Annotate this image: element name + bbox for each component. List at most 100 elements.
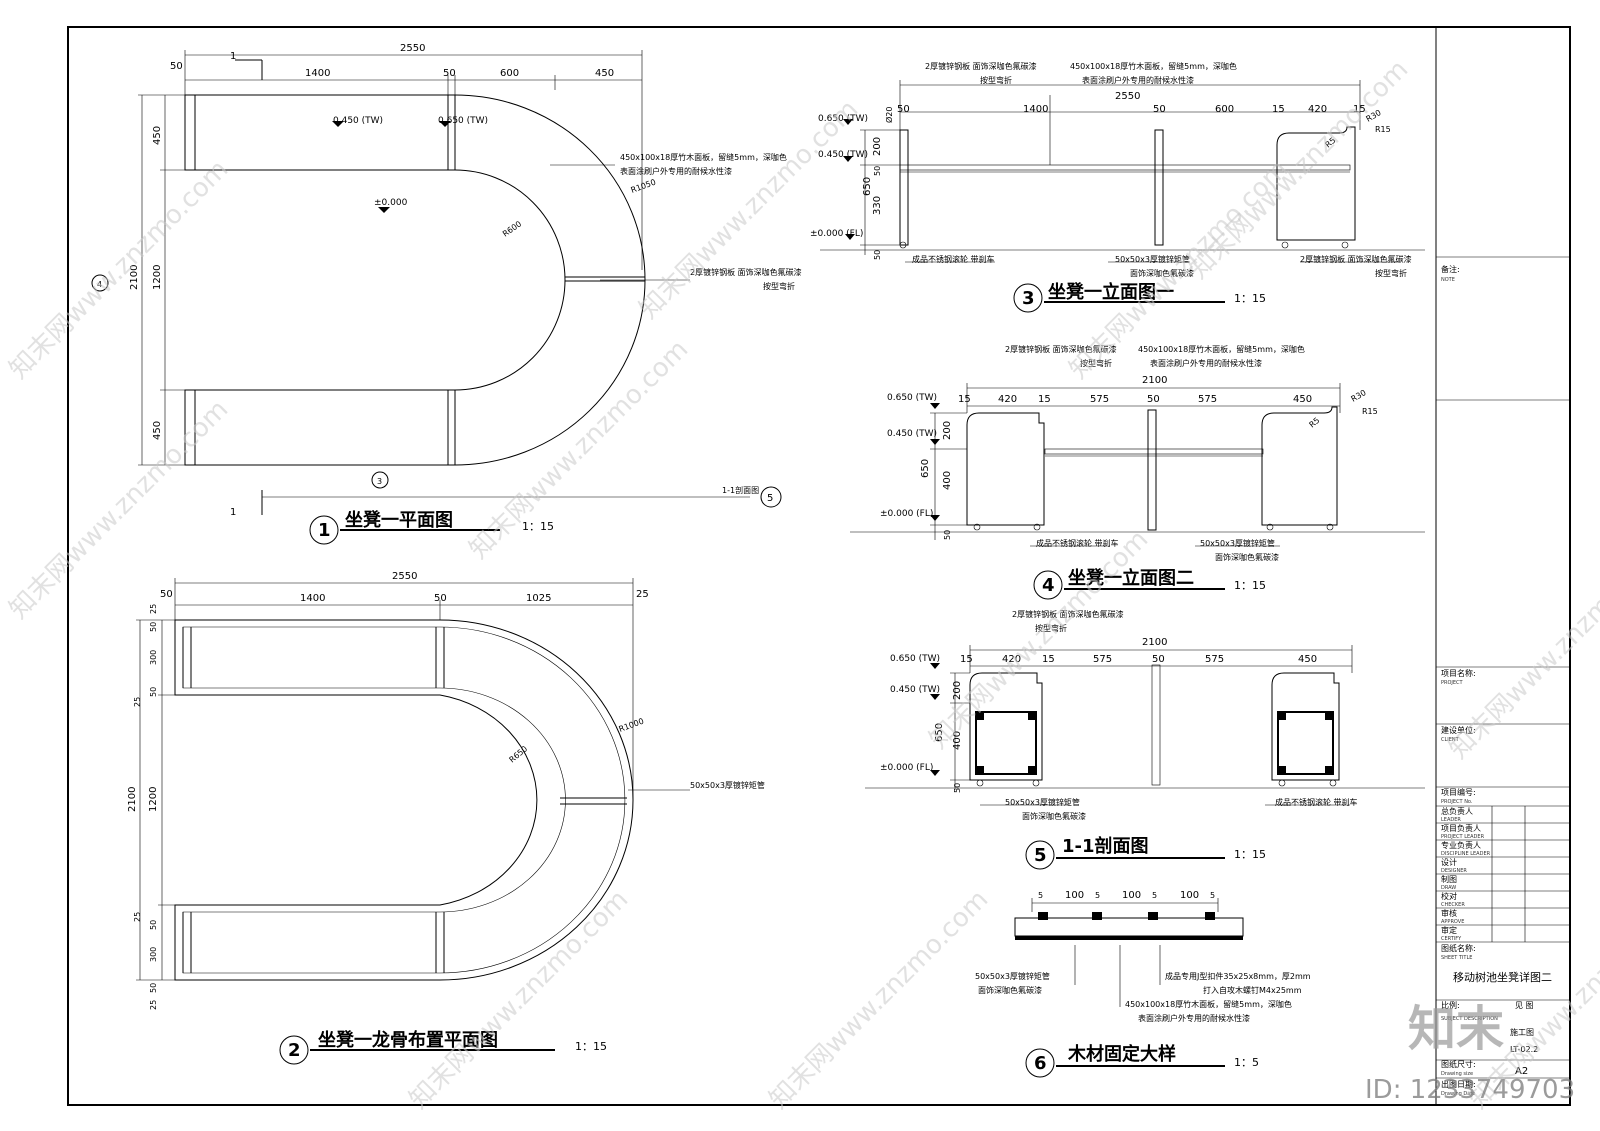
elev4-drawing: [850, 383, 1425, 600]
svg-text:表面涂刷户外专用的耐候水性漆: 表面涂刷户外专用的耐候水性漆: [1138, 1013, 1250, 1023]
svg-text:100: 100: [1180, 890, 1199, 901]
svg-text:表面涂刷户外专用的耐候水性漆: 表面涂刷户外专用的耐候水性漆: [1082, 75, 1194, 85]
svg-text:项目名称:: 项目名称:: [1441, 668, 1476, 678]
svg-text:3: 3: [1022, 288, 1035, 309]
plan2-title: 坐凳一龙骨布置平面图: [318, 1029, 498, 1051]
svg-text:0.650 (TW): 0.650 (TW): [438, 116, 488, 126]
svg-text:420: 420: [1308, 104, 1327, 115]
svg-text:知末网www.znzmo.com: 知末网www.znzmo.com: [404, 884, 635, 1115]
svg-text:Ø20: Ø20: [884, 107, 894, 123]
svg-text:建设单位:: 建设单位:: [1441, 725, 1476, 735]
svg-text:2100: 2100: [1142, 375, 1167, 386]
svg-text:2厚镀锌钢板 面饰深咖色氟碳漆: 2厚镀锌钢板 面饰深咖色氟碳漆: [925, 61, 1037, 71]
svg-text:图纸名称:: 图纸名称:: [1441, 943, 1476, 953]
svg-text:R1000: R1000: [618, 717, 645, 734]
sec5-title: 1-1剖面图: [1062, 835, 1149, 857]
elev3-drawing: [820, 80, 1425, 313]
svg-text:400: 400: [952, 731, 963, 750]
svg-text:5: 5: [1095, 891, 1100, 900]
svg-text:知末网www.znzmo.com: 知末网www.znzmo.com: [764, 884, 995, 1115]
svg-text:1：15: 1：15: [1234, 292, 1266, 305]
svg-text:25: 25: [636, 589, 649, 600]
svg-text:按型弯折: 按型弯折: [980, 75, 1012, 85]
svg-text:2: 2: [288, 1040, 301, 1061]
svg-text:575: 575: [1090, 394, 1109, 405]
svg-text:25: 25: [149, 1000, 158, 1010]
svg-text:1400: 1400: [300, 593, 325, 604]
svg-text:600: 600: [500, 68, 519, 79]
elev4-title: 坐凳一立面图二: [1068, 567, 1194, 589]
svg-text:表面涂刷户外专用的耐候水性漆: 表面涂刷户外专用的耐候水性漆: [620, 166, 732, 176]
svg-text:50: 50: [953, 783, 962, 793]
svg-text:见 图: 见 图: [1515, 1001, 1534, 1010]
svg-text:650: 650: [862, 177, 873, 196]
svg-text:100: 100: [1122, 890, 1141, 901]
svg-text:450x100x18厚竹木面板，留缝5mm，深咖色: 450x100x18厚竹木面板，留缝5mm，深咖色: [620, 152, 787, 162]
svg-text:50: 50: [149, 687, 158, 697]
svg-text:2100: 2100: [1142, 637, 1167, 648]
svg-text:50x50x3厚镀锌矩管: 50x50x3厚镀锌矩管: [975, 971, 1050, 981]
svg-text:PROJECT: PROJECT: [1441, 680, 1464, 686]
sec5-text: 2100 15 420 15 575 50 575 450 0.650 (TW)…: [880, 609, 1358, 866]
svg-text:成品不锈钢滚轮 带刹车: 成品不锈钢滚轮 带刹车: [1036, 538, 1119, 548]
svg-text:15: 15: [960, 654, 973, 665]
svg-text:DRAW: DRAW: [1441, 885, 1456, 891]
svg-text:R600: R600: [501, 219, 523, 238]
svg-text:按型弯折: 按型弯折: [763, 281, 795, 291]
svg-text:A2: A2: [1515, 1066, 1528, 1077]
svg-text:200: 200: [872, 137, 883, 156]
svg-text:±0.000 (FL): ±0.000 (FL): [810, 229, 863, 239]
svg-text:校对: 校对: [1441, 891, 1457, 901]
svg-text:2厚镀锌钢板 面饰深咖色氟碳漆: 2厚镀锌钢板 面饰深咖色氟碳漆: [690, 267, 802, 277]
svg-text:成品不锈钢滚轮 带刹车: 成品不锈钢滚轮 带刹车: [912, 254, 995, 264]
svg-text:R1050: R1050: [630, 178, 657, 195]
svg-text:600: 600: [1215, 104, 1234, 115]
svg-text:1400: 1400: [1023, 104, 1048, 115]
svg-text:50: 50: [1152, 654, 1165, 665]
svg-text:知末网www.znzmo.com: 知末网www.znzmo.com: [4, 154, 235, 385]
svg-text:25: 25: [133, 697, 142, 707]
svg-text:施工图: 施工图: [1510, 1027, 1534, 1037]
plan2-drawing: [136, 578, 690, 1065]
svg-text:50: 50: [443, 68, 456, 79]
elev3-text: 2550 50 1400 50 600 15 420 15 0.650 (TW)…: [810, 61, 1412, 309]
svg-text:200: 200: [952, 681, 963, 700]
title-block: 备注: NOTE 项目名称: PROJECT 建设单位: CLIENT 项目编号…: [1441, 264, 1552, 1097]
svg-text:50: 50: [1153, 104, 1166, 115]
sheet-border: [67, 26, 1571, 1106]
svg-text:2550: 2550: [1115, 91, 1140, 102]
svg-text:450x100x18厚竹木面板，留缝5mm，深咖色: 450x100x18厚竹木面板，留缝5mm，深咖色: [1125, 999, 1292, 1009]
elev4-text: 2100 15 420 15 575 50 575 450 0.650 (TW)…: [880, 344, 1378, 596]
dim-text: 2550: [400, 43, 425, 54]
svg-text:1：5: 1：5: [1234, 1056, 1259, 1069]
svg-text:比例:: 比例:: [1441, 1000, 1460, 1010]
detail6-drawing: [1014, 898, 1244, 1078]
svg-text:1200: 1200: [148, 787, 159, 812]
svg-text:2厚镀锌钢板 面饰深咖色氟碳漆: 2厚镀锌钢板 面饰深咖色氟碳漆: [1012, 609, 1124, 619]
svg-text:100: 100: [1065, 890, 1084, 901]
svg-text:420: 420: [998, 394, 1017, 405]
svg-text:2550: 2550: [392, 571, 417, 582]
svg-text:1：15: 1：15: [1234, 579, 1266, 592]
svg-text:知末网www.znzmo.com: 知末网www.znzmo.com: [464, 334, 695, 565]
svg-text:审定: 审定: [1441, 925, 1457, 935]
svg-text:知末网www.znzmo.com: 知末网www.znzmo.com: [634, 94, 865, 325]
svg-text:575: 575: [1198, 394, 1217, 405]
svg-text:按型弯折: 按型弯折: [1375, 268, 1407, 278]
svg-text:450: 450: [595, 68, 614, 79]
svg-text:50: 50: [149, 920, 158, 930]
svg-text:2100: 2100: [127, 787, 138, 812]
svg-text:50: 50: [873, 166, 882, 176]
svg-text:面饰深咖色氟碳漆: 面饰深咖色氟碳漆: [1130, 268, 1194, 278]
svg-text:50: 50: [434, 593, 447, 604]
svg-text:450: 450: [1293, 394, 1312, 405]
svg-text:1：15: 1：15: [522, 520, 554, 533]
svg-text:50: 50: [897, 104, 910, 115]
svg-text:5: 5: [1210, 891, 1215, 900]
svg-text:5: 5: [767, 493, 773, 504]
svg-text:400: 400: [942, 471, 953, 490]
svg-text:5: 5: [1038, 891, 1043, 900]
svg-text:650: 650: [920, 459, 931, 478]
svg-text:4: 4: [1042, 575, 1055, 596]
svg-text:1-1剖面图: 1-1剖面图: [722, 485, 759, 495]
